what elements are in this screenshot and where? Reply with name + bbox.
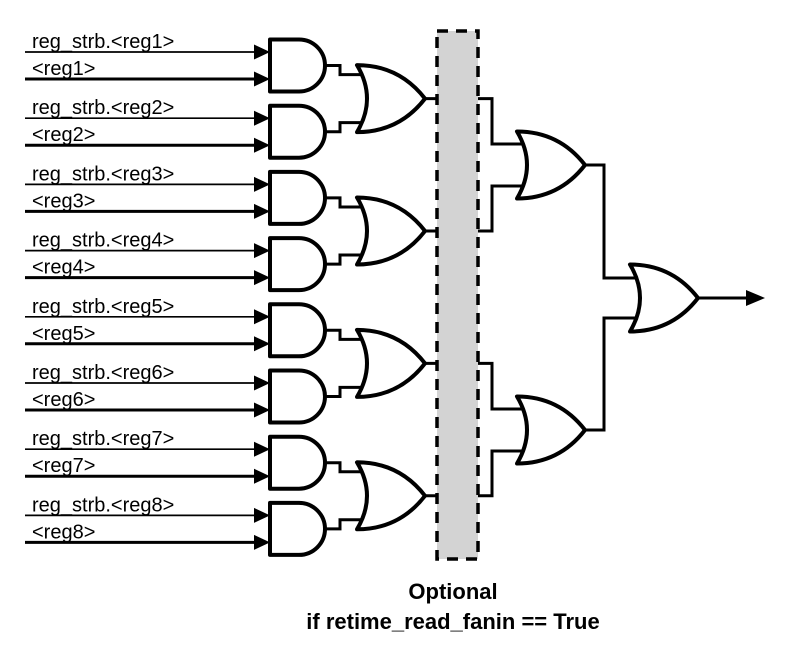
input-label-strobe: reg_strb.<reg8> (32, 494, 174, 516)
and1-to-or-connector (325, 64, 372, 77)
retime-exit-connector-1 (479, 97, 530, 146)
input-label-strobe: reg_strb.<reg7> (32, 428, 174, 450)
input-arrowhead-icon (254, 534, 270, 550)
and7-to-or-connector (325, 461, 372, 474)
input-arrowhead-icon (254, 137, 270, 153)
input-row-reg7: reg_strb.<reg7> <reg7> (25, 428, 270, 484)
input-arrowhead-icon (254, 468, 270, 484)
retime-exit-connector-3 (479, 361, 530, 411)
input-label-strobe: reg_strb.<reg6> (32, 362, 174, 384)
or-gate-stage3-bottom (515, 394, 587, 466)
caption-condition: if retime_read_fanin == True (306, 609, 599, 634)
input-arrowhead-icon (254, 309, 270, 325)
input-label-value: <reg3> (32, 190, 95, 212)
and-gate-2 (268, 103, 327, 160)
stage3-top-output-connector (585, 163, 645, 280)
input-arrowhead-icon (254, 270, 270, 286)
or-gate-stage3-top (515, 129, 587, 201)
input-label-value: <reg1> (32, 58, 95, 80)
stage3-bottom-output-connector (585, 316, 645, 432)
input-arrowhead-icon (254, 402, 270, 418)
caption-optional: Optional (408, 579, 497, 604)
or-gate-stage2-2 (355, 195, 427, 267)
retime-exit-connector-4 (479, 449, 530, 498)
output-arrowhead-icon (746, 290, 765, 306)
and8-to-or-connector (325, 518, 372, 531)
input-arrowhead-icon (254, 110, 270, 126)
input-label-strobe: reg_strb.<reg5> (32, 296, 174, 318)
input-arrowhead-icon (254, 336, 270, 352)
input-label-value: <reg4> (32, 257, 95, 279)
input-arrowhead-icon (254, 243, 270, 259)
and-gate-7 (268, 434, 327, 491)
input-row-reg6: reg_strb.<reg6> <reg6> (25, 362, 270, 418)
input-label-strobe: reg_strb.<reg1> (32, 31, 174, 53)
or-gate-stage2-3 (355, 327, 427, 399)
input-arrowhead-icon (254, 507, 270, 523)
input-label-value: <reg2> (32, 124, 95, 146)
input-arrowhead-icon (254, 441, 270, 457)
retime-exit-connector-2 (479, 184, 530, 233)
or-gate-stage2-4 (355, 460, 427, 532)
input-row-reg5: reg_strb.<reg5> <reg5> (25, 296, 270, 352)
input-row-reg3: reg_strb.<reg3> <reg3> (25, 163, 270, 219)
and-gate-5 (268, 302, 327, 359)
and-gate-6 (268, 368, 327, 425)
input-label-strobe: reg_strb.<reg2> (32, 97, 174, 119)
optional-retime-region (435, 29, 480, 561)
input-arrowhead-icon (254, 203, 270, 219)
and2-to-or-connector (325, 121, 372, 134)
input-label-strobe: reg_strb.<reg3> (32, 163, 174, 185)
and3-to-or-connector (325, 196, 372, 209)
input-arrowhead-icon (254, 71, 270, 87)
and-gate-8 (268, 500, 327, 557)
and4-to-or-connector (325, 253, 372, 266)
input-arrowhead-icon (254, 44, 270, 60)
input-row-reg1: reg_strb.<reg1> <reg1> (25, 31, 270, 87)
and-gate-1 (268, 37, 327, 94)
input-arrowhead-icon (254, 375, 270, 391)
or-gate-stage2-1 (355, 63, 427, 135)
input-label-value: <reg8> (32, 521, 95, 543)
and6-to-or-connector (325, 385, 372, 398)
input-row-reg2: reg_strb.<reg2> <reg2> (25, 97, 270, 153)
input-row-reg8: reg_strb.<reg8> <reg8> (25, 494, 270, 550)
input-label-strobe: reg_strb.<reg4> (32, 230, 174, 252)
input-label-value: <reg5> (32, 323, 95, 345)
input-arrowhead-icon (254, 176, 270, 192)
and5-to-or-connector (325, 328, 372, 341)
and-gate-4 (268, 236, 327, 293)
and-gate-3 (268, 169, 327, 226)
input-label-value: <reg7> (32, 455, 95, 477)
input-label-value: <reg6> (32, 389, 95, 411)
input-row-reg4: reg_strb.<reg4> <reg4> (25, 230, 270, 286)
final-or-gate (628, 262, 700, 334)
